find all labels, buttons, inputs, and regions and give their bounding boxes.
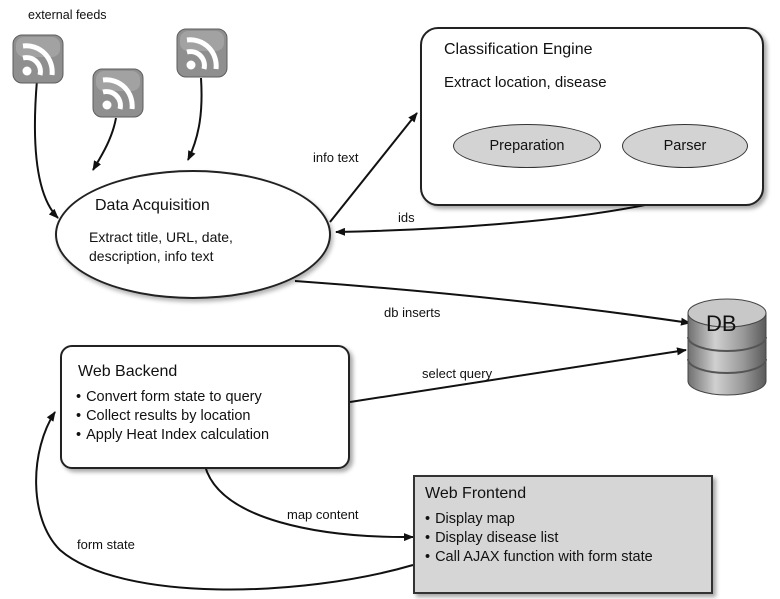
- feed3-arrow: [187, 77, 203, 161]
- parser-node: Parser: [622, 124, 748, 168]
- select-query-label: select query: [422, 366, 493, 381]
- web-backend-title: Web Backend: [78, 363, 178, 380]
- classification-engine-title: Classification Engine: [444, 41, 593, 58]
- form-state-arrow: [35, 411, 414, 591]
- list-item: Call AJAX function with form state: [425, 548, 653, 567]
- list-item: Convert form state to query: [76, 388, 269, 407]
- list-item: Apply Heat Index calculation: [76, 426, 269, 445]
- info-text-arrow: [329, 112, 418, 223]
- data-acquisition-line: Extract title, URL, date,: [89, 229, 233, 245]
- select-query-arrow: [340, 347, 687, 408]
- preparation-label: Preparation: [489, 138, 565, 154]
- classification-engine-subtitle: Extract location, disease: [444, 74, 607, 91]
- rss-feed-icon: [176, 28, 228, 78]
- database-icon: [687, 298, 767, 396]
- preparation-node: Preparation: [453, 124, 601, 168]
- list-item: Display disease list: [425, 529, 653, 548]
- form-state-label: form state: [77, 537, 135, 552]
- web-frontend-title: Web Frontend: [425, 485, 527, 502]
- ids-arrow: [335, 204, 646, 236]
- web-frontend-box: Web Frontend Display map Display disease…: [413, 475, 713, 594]
- info-text-label: info text: [313, 150, 359, 165]
- db-inserts-label: db inserts: [384, 305, 441, 320]
- classification-engine-box: Classification Engine Extract location, …: [420, 27, 764, 206]
- feed1-arrow: [33, 79, 59, 219]
- web-backend-box: Web Backend Convert form state to query …: [60, 345, 350, 469]
- list-item: Collect results by location: [76, 407, 269, 426]
- web-backend-list: Convert form state to query Collect resu…: [76, 388, 269, 445]
- db-inserts-arrow: [294, 280, 691, 326]
- ids-label: ids: [398, 210, 415, 225]
- external-feeds-label: external feeds: [28, 8, 107, 22]
- web-frontend-list: Display map Display disease list Call AJ…: [425, 510, 653, 567]
- data-acquisition-title: Data Acquisition: [95, 197, 210, 214]
- rss-feed-icon: [92, 68, 144, 118]
- list-item: Display map: [425, 510, 653, 529]
- db-label: DB: [706, 311, 737, 336]
- map-content-label: map content: [287, 507, 359, 522]
- parser-label: Parser: [663, 138, 707, 154]
- rss-feed-icon: [12, 34, 64, 84]
- data-acquisition-line: description, info text: [89, 248, 214, 264]
- feed2-arrow: [92, 117, 117, 171]
- data-acquisition-node: Data Acquisition Extract title, URL, dat…: [55, 170, 331, 299]
- map-content-arrow: [204, 465, 414, 542]
